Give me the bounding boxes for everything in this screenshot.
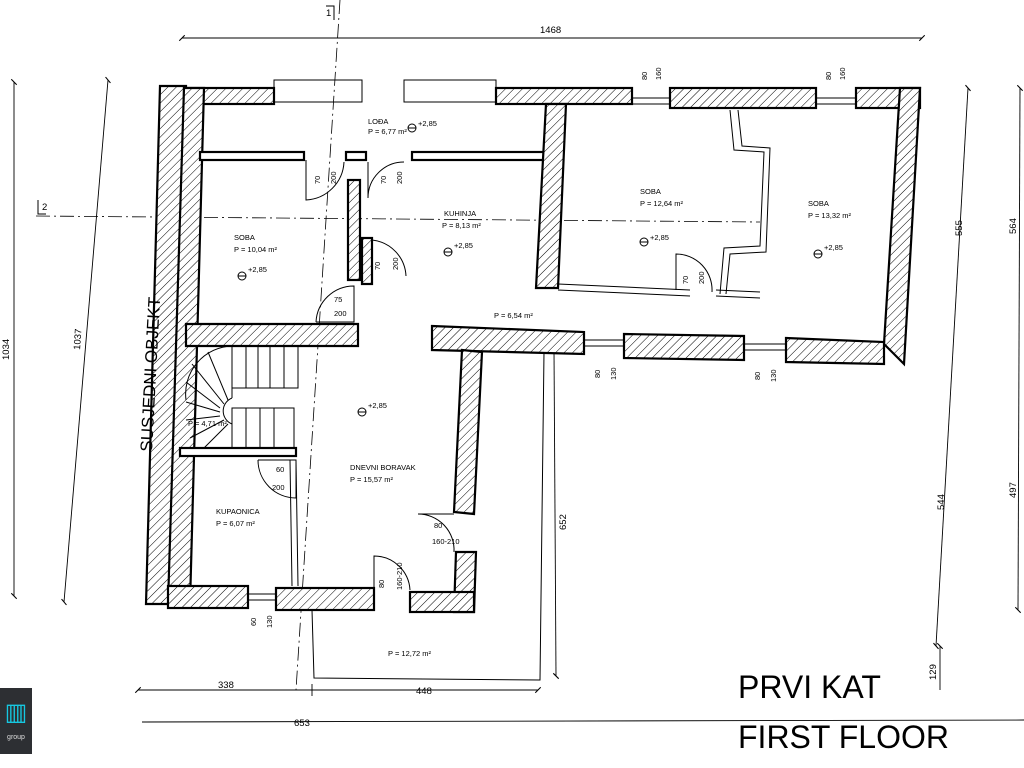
company-logo: ▥ group	[0, 688, 32, 754]
room-name-loda: LOĐA	[368, 117, 388, 126]
opening-labels: 80 160 80 160 70 200 70 200 70 200 75 20…	[249, 67, 847, 628]
opening-label: 160-210	[432, 537, 460, 546]
opening-label: 200	[697, 271, 706, 284]
opening-label: 80	[593, 370, 602, 378]
dim-terrace-652: 652	[558, 514, 569, 530]
opening-label: 60	[249, 618, 258, 626]
floor-title-hr: PRVI KAT	[738, 669, 881, 705]
walls	[166, 79, 922, 681]
opening-label: 75	[334, 295, 342, 304]
opening-label: 200	[391, 257, 400, 270]
opening-label: 200	[395, 171, 404, 184]
dim-bottom-653: 653	[294, 718, 310, 729]
opening-label: 60	[276, 465, 284, 474]
opening-label: 80	[434, 521, 442, 530]
opening-label: 70	[379, 176, 388, 184]
room-name-dnevni: DNEVNI BORAVAK	[350, 463, 416, 472]
opening-label: 160	[654, 67, 663, 80]
axis-label-2: 2	[42, 202, 47, 213]
opening-label: 80	[377, 580, 386, 588]
opening-label: 70	[681, 276, 690, 284]
axis-label-1: 1	[326, 8, 331, 19]
staircase	[185, 345, 299, 449]
opening-label: 130	[265, 615, 274, 628]
room-area-soba-left: P = 10,04 m²	[234, 245, 278, 254]
room-area-loda: P = 6,77 m²	[368, 127, 407, 136]
room-level-dnevni: +2,85	[368, 401, 387, 410]
room-name-soba-left: SOBA	[234, 233, 255, 242]
dim-left-inner: 1037	[72, 328, 84, 350]
room-area-hall: P = 6,54 m²	[494, 311, 533, 320]
opening-label: 130	[769, 369, 778, 382]
room-area-kupaonica: P = 6,07 m²	[216, 519, 255, 528]
opening-label: 80	[824, 72, 833, 80]
room-name-kupaonica: KUPAONICA	[216, 507, 260, 516]
opening-label: 200	[272, 483, 285, 492]
floor-title-en: FIRST FLOOR	[738, 719, 949, 755]
opening-label: 160-210	[395, 562, 404, 590]
dim-right-555: 555	[954, 220, 965, 236]
room-area-kuhinja: P = 8,13 m²	[442, 221, 481, 230]
opening-label: 80	[640, 72, 649, 80]
dim-bottom-448: 448	[416, 686, 432, 697]
room-area-stairs: P = 4,71 m²	[188, 419, 227, 428]
room-level-soba-mid: +2,85	[650, 233, 669, 242]
opening-label: 130	[609, 367, 618, 380]
room-area-soba-mid: P = 12,64 m²	[640, 199, 684, 208]
room-area-dnevni: P = 15,57 m²	[350, 475, 394, 484]
room-name-kuhinja: KUHINJA	[444, 209, 476, 218]
room-name-soba-right: SOBA	[808, 199, 829, 208]
opening-label: 80	[753, 372, 762, 380]
dim-right-497: 497	[1008, 482, 1019, 498]
room-name-soba-mid: SOBA	[640, 187, 661, 196]
room-level-loda: +2,85	[418, 119, 437, 128]
door-swings	[257, 160, 713, 591]
dim-right-564: 564	[1008, 218, 1019, 234]
dim-left-outer: 1034	[1, 339, 12, 360]
level-markers	[237, 123, 823, 417]
room-area-terrace: P = 12,72 m²	[388, 649, 432, 658]
room-labels: LOĐA P = 6,77 m² +2,85 KUHINJA P = 8,13 …	[188, 117, 852, 658]
room-area-soba-right: P = 13,32 m²	[808, 211, 852, 220]
room-level-soba-right: +2,85	[824, 243, 843, 252]
room-level-soba-left: +2,85	[248, 265, 267, 274]
room-level-kuhinja: +2,85	[454, 241, 473, 250]
opening-label: 70	[373, 262, 382, 270]
dim-right-544: 544	[936, 494, 947, 510]
logo-mark-icon: ▥	[4, 698, 28, 726]
logo-subtitle: group	[7, 734, 25, 741]
dim-bottom-338: 338	[218, 680, 234, 691]
opening-label: 160	[838, 67, 847, 80]
dimension-lines: 1468 1034 1037 555 544 129 564 497 338 4…	[1, 25, 1024, 729]
dim-right-129: 129	[928, 664, 939, 680]
opening-label: 200	[334, 309, 347, 318]
opening-label: 70	[313, 176, 322, 184]
opening-label: 200	[329, 171, 338, 184]
dim-top-total: 1468	[540, 25, 561, 36]
